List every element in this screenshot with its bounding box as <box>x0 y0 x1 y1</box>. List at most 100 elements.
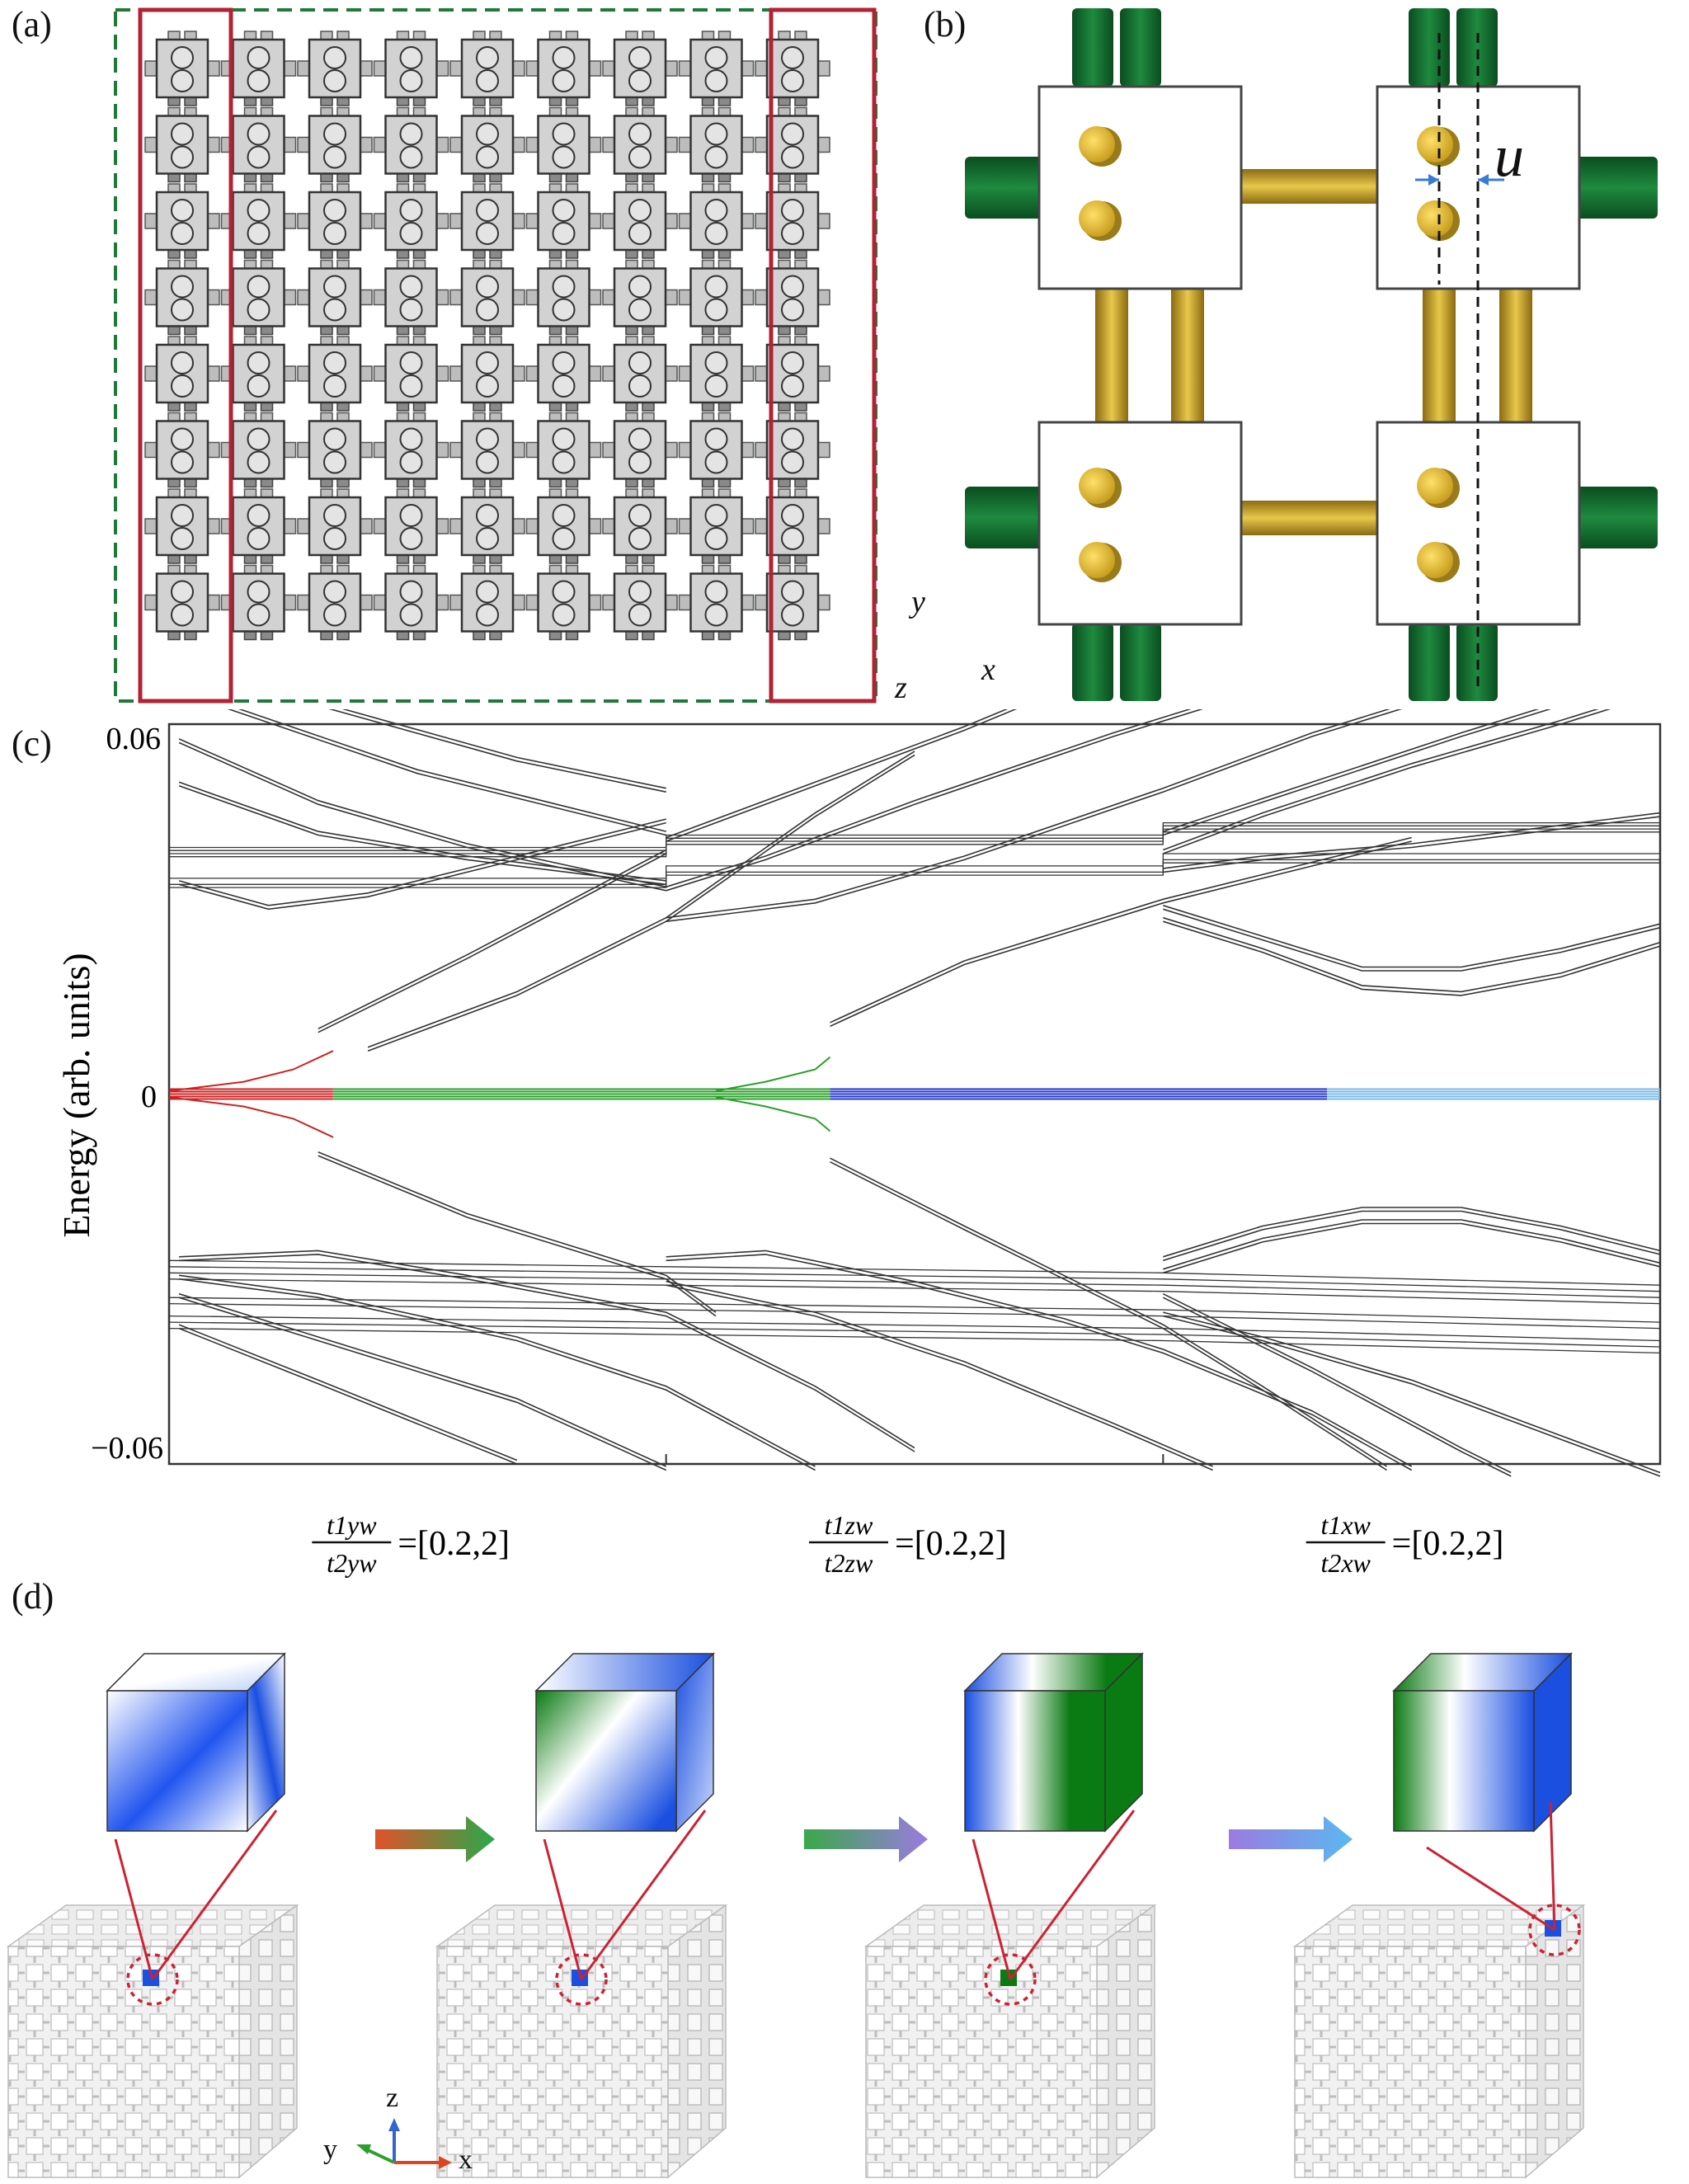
band-line <box>830 840 1412 1028</box>
band-line <box>168 1302 1661 1330</box>
resonator-cell <box>220 488 297 564</box>
band-line <box>1163 905 1661 968</box>
highlight-circle <box>1528 1904 1581 1956</box>
band-line <box>178 1327 518 1465</box>
resonator-cell <box>755 564 830 641</box>
resonator-cell <box>373 259 449 336</box>
green-tube <box>1409 8 1450 87</box>
band-line <box>178 1274 816 1467</box>
band-line <box>178 1297 667 1471</box>
axis-y-label-a: y <box>911 585 925 619</box>
band-line <box>178 738 666 888</box>
ytick-bottom: −0.06 <box>91 1431 163 1466</box>
resonator-cell <box>449 259 525 336</box>
axis-x-label-a: x <box>981 652 995 687</box>
band-line <box>666 709 1192 888</box>
band-line <box>169 862 1660 888</box>
left-boundary-frame <box>138 7 233 704</box>
resonator-cell <box>220 412 297 488</box>
resonator-cell <box>373 488 449 564</box>
resonator-cell <box>525 564 602 641</box>
band-line <box>168 1327 1661 1354</box>
resonator-cell <box>678 564 755 641</box>
band-line <box>168 1321 1661 1348</box>
band-line <box>1163 1219 1661 1270</box>
energy-spectrum-chart: 0.06 0 −0.06 Energy (arb. units) t1ywt2y… <box>55 709 1662 1578</box>
band-line <box>367 754 915 1052</box>
band-line <box>318 1155 717 1317</box>
y-axis-label: Energy (arb. units) <box>55 953 97 1237</box>
resonator-cell <box>297 106 373 183</box>
band-line <box>1163 816 1661 873</box>
band-line <box>830 836 1412 1024</box>
displacement-u-arrow <box>1415 174 1504 186</box>
band-line <box>1162 1297 1512 1477</box>
band-line <box>178 1292 667 1467</box>
resonator-cell <box>678 106 755 183</box>
resonator-cell <box>297 183 373 259</box>
resonator-block <box>1037 85 1243 290</box>
band-line <box>168 1266 1661 1292</box>
band-line <box>666 709 1009 839</box>
band-line <box>666 1250 1413 1467</box>
resonator-cell <box>297 259 373 336</box>
axis-z-label-d: z <box>386 2083 399 2113</box>
u-label: u <box>1494 123 1524 189</box>
resonator-cell <box>525 106 602 183</box>
panel-b: (b) <box>907 0 1689 709</box>
ratio-range: =[0.2,2] <box>1392 1525 1504 1563</box>
green-tube <box>1456 8 1498 87</box>
resonator-cell <box>144 259 220 336</box>
resonator-cell <box>449 412 525 488</box>
band-line <box>318 853 667 1033</box>
resonator-cell <box>755 106 830 183</box>
band-line <box>318 849 667 1030</box>
band-line <box>1163 916 1661 993</box>
band-line <box>1163 709 1551 836</box>
resonator-cell <box>144 31 220 106</box>
resonator-block <box>1037 421 1243 626</box>
mode-cube-front <box>1393 1690 1535 1832</box>
resonator-cell <box>144 564 220 641</box>
axis-z-label-a: z <box>895 671 907 705</box>
mode-cube-front <box>964 1690 1106 1832</box>
resonator-cell <box>602 183 678 259</box>
supercell-dashed-frame <box>114 8 877 703</box>
band-line <box>666 1254 1413 1471</box>
band-line <box>238 709 666 832</box>
zero-mode-split <box>168 1096 334 1138</box>
ratio-numerator: t1zw <box>825 1510 873 1540</box>
band-line <box>1163 908 1661 972</box>
resonator-cell <box>144 412 220 488</box>
band-line <box>178 821 666 911</box>
gold-coupler <box>1499 285 1532 429</box>
resonator-cell <box>678 259 755 336</box>
band-line <box>1163 920 1661 996</box>
panel-b-label: (b) <box>924 4 967 45</box>
resonator-cell <box>678 488 755 564</box>
resonator-cell <box>144 488 220 564</box>
axis-triad-d <box>356 2118 452 2169</box>
band-line <box>666 709 1018 842</box>
highlight-circle <box>984 1953 1037 2006</box>
resonator-cell <box>373 183 449 259</box>
band-line <box>1163 1207 1661 1258</box>
lattice-cube-view <box>863 1652 1157 2179</box>
band-line <box>227 709 666 836</box>
panel-d-mode-evolution <box>6 1652 1586 2179</box>
resonator-cell <box>602 488 678 564</box>
resonator-cell <box>373 106 449 183</box>
ytick-top: 0.06 <box>106 722 162 756</box>
panel-a: (a) y z x <box>0 0 995 709</box>
resonator-cell <box>220 336 297 412</box>
band-line <box>318 1151 717 1313</box>
band-line <box>830 1160 1387 1471</box>
transition-arrow <box>804 1816 928 1862</box>
resonator-cell <box>297 412 373 488</box>
resonator-cell <box>144 183 220 259</box>
resonator-cell <box>755 259 830 336</box>
resonator-cell <box>525 183 602 259</box>
ratio-denominator: t2zw <box>825 1548 873 1578</box>
resonator-cell <box>525 259 602 336</box>
band-line <box>168 1315 1661 1342</box>
